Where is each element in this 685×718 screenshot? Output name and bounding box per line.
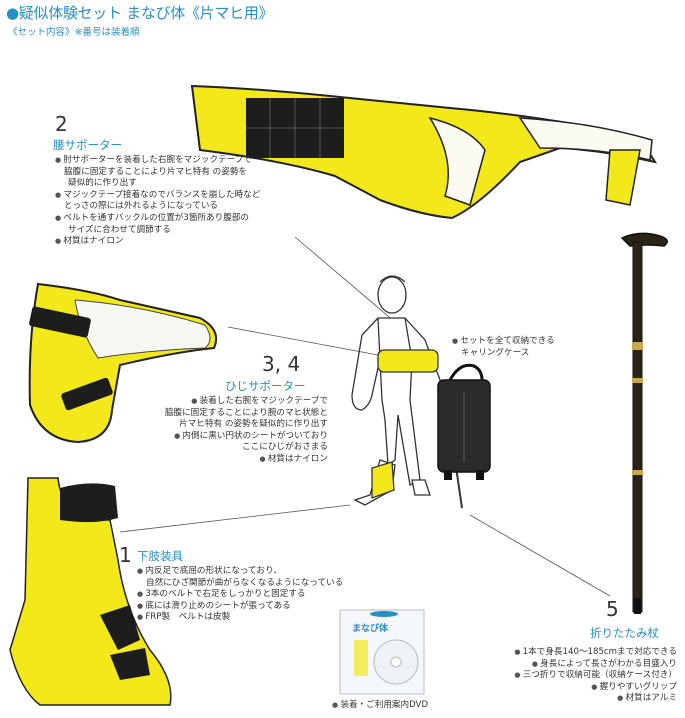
- leader-line-elbow: [227, 326, 379, 356]
- bullet-item: 装着した右腕をマジックテープで: [98, 396, 328, 408]
- bullet-item: 装着・ご利用案内DVD: [332, 700, 472, 712]
- bullet-item: FRP製 ベルトは皮製: [137, 612, 377, 624]
- dvd-caption: 装着・ご利用案内DVD: [332, 700, 472, 712]
- bullet-item: セットを全て収納できる: [452, 336, 572, 348]
- bullet-item: 材質はナイロン: [98, 454, 328, 466]
- bullet-continuation: とっさの際には外れるようになっている: [64, 201, 219, 212]
- bullet-continuation: 片マヒ特有 の姿勢を疑似的に作り出す: [179, 419, 328, 430]
- waist-supporter-image: [190, 84, 658, 220]
- bullet-continuation: 疑似的に作り出す: [68, 178, 137, 189]
- section-heading-elbow: ひじサポーター: [225, 379, 306, 393]
- section-heading-cane: 折りたたみ杖: [590, 626, 659, 640]
- bullet-item: 肘サポーターを装着した右腕をマジックテープで: [55, 155, 295, 167]
- bullet-list-elbow: 装着した右腕をマジックテープで 脇腹に固定することにより腕のマヒ状態と 片マヒ特…: [98, 396, 328, 466]
- bullet-continuation: 脇腹に固定することにより腕のマヒ状態と: [164, 407, 328, 418]
- leg-brace-image: [9, 477, 172, 706]
- bullet-continuation: ここにひじがおさまる: [242, 442, 328, 453]
- bullet-item: 握りやすいグリップ: [470, 682, 677, 694]
- bullet-list-leg: 内反足で底屈の形状になっており、 自然にひざ関節が曲がらなくなるようになっている…: [137, 566, 377, 624]
- section-number-elbow: 3, 4: [262, 352, 301, 376]
- section-number-leg: 1: [119, 543, 132, 567]
- folding-cane-image: [620, 232, 668, 614]
- bullet-list-waist: 肘サポーターを装着した右腕をマジックテープで 脇腹に固定することにより片マヒ特有…: [55, 155, 295, 248]
- bullet-item: 底には滑り止めのシートが張ってある: [137, 601, 377, 613]
- section-number-cane: 5: [606, 597, 619, 621]
- section-heading-waist: 腰サポーター: [53, 138, 122, 152]
- carrying-case-image: [437, 363, 491, 480]
- bullet-list-bag: セットを全て収納できる キャリングケース: [452, 336, 572, 359]
- dvd-package-title: まなび体: [352, 624, 389, 634]
- page-subtitle: 《セット内容》※番号は装着順: [8, 27, 140, 38]
- leader-line-cane: [469, 514, 611, 597]
- person-figure-image: [351, 275, 446, 506]
- bullet-item: 内側に黒い円状のシートがついており: [98, 431, 328, 443]
- bullet-continuation: 自然にひざ関節が曲がらなくなるようになっている: [146, 577, 344, 588]
- page-title: ●疑似体験セット まなび体《片マヒ用》: [6, 4, 274, 22]
- bullet-item: 内反足で底屈の形状になっており、: [137, 566, 377, 578]
- elbow-supporter-image: [28, 282, 218, 444]
- section-heading-leg: 下肢装具: [137, 549, 183, 563]
- bullet-list-cane: 1本で身長140〜185cmまで対応できる 身長によって長さがわかる目盛入り 三…: [470, 647, 677, 705]
- bullet-item: ベルトを通すバックルの位置が3箇所あり腹部の: [55, 213, 295, 225]
- bullet-item: 身長によって長さがわかる目盛入り: [470, 659, 677, 671]
- bullet-continuation: サイズに合わせて調節する: [68, 224, 171, 235]
- bullet-item: 材質はナイロン: [55, 236, 295, 248]
- bullet-continuation: 脇腹に固定することにより片マヒ特有 の姿勢を: [64, 166, 248, 177]
- bullet-item: 三つ折りで収納可能（収納ケース付き）: [470, 670, 677, 682]
- bullet-item: 1本で身長140〜185cmまで対応できる: [470, 647, 677, 659]
- bullet-continuation: キャリングケース: [461, 347, 530, 358]
- bullet-item: マジックテープ接着なのでバランスを崩した時など: [55, 190, 295, 202]
- bullet-item: 材質はアルミ: [470, 693, 677, 705]
- leader-line-leg: [119, 504, 351, 533]
- dvd-package-image: [339, 609, 425, 695]
- section-number-waist: 2: [55, 112, 68, 136]
- bullet-item: 3本のベルトで右足をしっかりと固定する: [137, 589, 377, 601]
- leader-line-waist: [294, 236, 396, 323]
